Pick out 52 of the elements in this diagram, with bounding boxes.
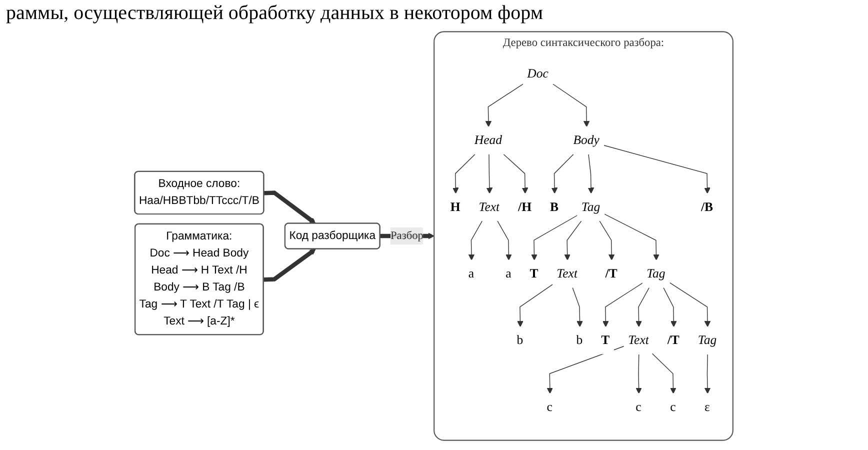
arrow <box>504 154 528 194</box>
arrow <box>602 282 644 328</box>
node-text: a <box>468 266 474 280</box>
node-text: a <box>506 266 512 280</box>
arrow <box>564 220 582 260</box>
arrow <box>599 220 615 260</box>
node-text: Head <box>474 132 502 147</box>
arrow <box>468 220 483 260</box>
node-text: Text <box>628 332 650 348</box>
node-text: Body <box>573 132 600 147</box>
node-text: c <box>670 400 676 414</box>
arrow <box>636 354 642 394</box>
node-text: Tag <box>698 332 717 348</box>
node-text: b <box>516 332 524 348</box>
arrow <box>497 220 512 260</box>
node-text: H <box>450 199 461 214</box>
node-text: c <box>636 400 642 414</box>
arrow <box>572 287 584 328</box>
node-text: Text <box>556 266 578 280</box>
arrow <box>486 84 524 128</box>
node-text: Tag <box>646 266 666 280</box>
arrow <box>452 154 476 194</box>
node-text: b <box>576 332 583 348</box>
arrow <box>588 154 594 194</box>
arrow <box>486 154 493 194</box>
arrow <box>636 287 650 328</box>
arrow <box>663 287 677 328</box>
node-text: c <box>547 400 553 414</box>
arrow <box>552 154 574 194</box>
node-text: B <box>550 199 559 214</box>
body-text: раммы, осуществляющей обработку данных в некотором форм <box>6 2 543 24</box>
node-text: /T <box>605 266 618 280</box>
arrow <box>704 354 711 394</box>
node-text: /T <box>668 332 680 348</box>
arrow <box>670 282 711 328</box>
edge-label: Разбор <box>390 230 424 242</box>
arrow <box>264 248 316 282</box>
arrow <box>604 214 660 260</box>
arrow <box>652 353 677 394</box>
node-text: ε <box>704 400 710 414</box>
arrow <box>552 84 590 128</box>
node-text: T <box>530 266 538 280</box>
node-text: Doc <box>527 66 549 80</box>
arrow <box>264 190 316 224</box>
node-text: /H <box>518 199 532 214</box>
node-text: /B <box>701 199 714 214</box>
arrow <box>517 284 554 328</box>
arrow <box>531 214 578 260</box>
arrow <box>546 346 625 394</box>
arrow <box>604 145 711 194</box>
node-text: Text <box>479 199 500 214</box>
node-text: Tag <box>582 199 600 214</box>
